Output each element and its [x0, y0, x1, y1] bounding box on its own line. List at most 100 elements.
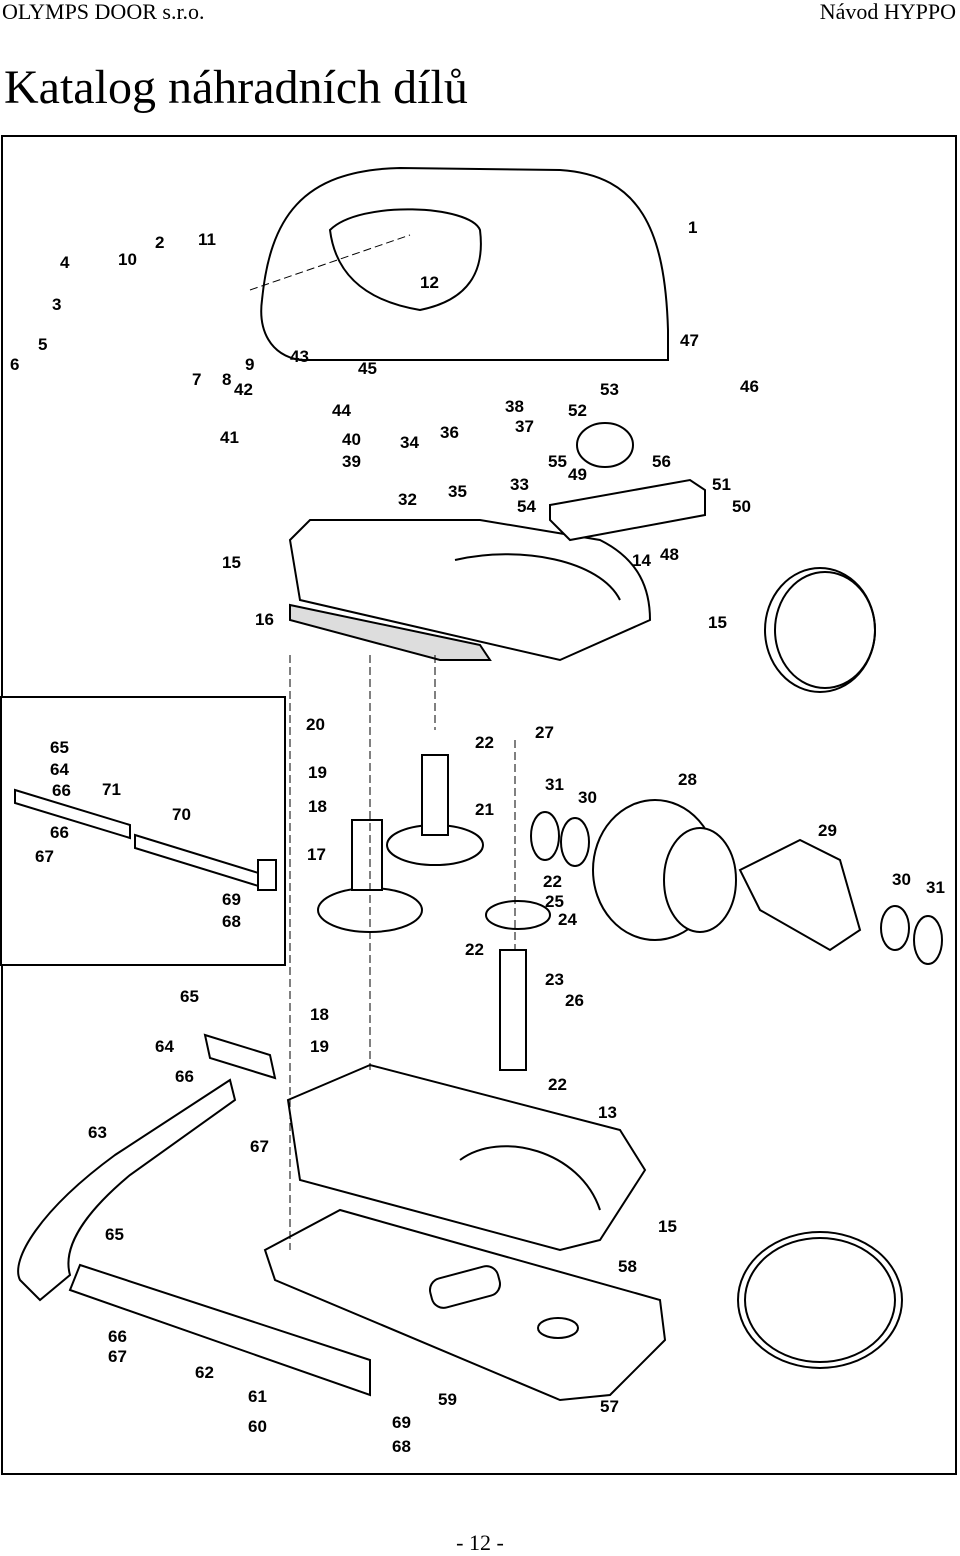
label-60: 60: [248, 1417, 267, 1436]
label-63: 63: [88, 1123, 107, 1142]
label-59: 59: [438, 1390, 457, 1409]
label-16: 16: [255, 610, 274, 629]
label-71: 71: [102, 780, 121, 799]
label-70: 70: [172, 805, 191, 824]
label-1: 1: [688, 218, 697, 237]
label-62: 62: [195, 1363, 214, 1382]
label-68a: 68: [222, 912, 241, 931]
label-7: 7: [192, 370, 201, 389]
label-28: 28: [678, 770, 697, 789]
label-57: 57: [600, 1397, 619, 1416]
label-67c: 67: [108, 1347, 127, 1366]
label-23: 23: [545, 970, 564, 989]
label-15c: 15: [658, 1217, 677, 1236]
label-31b: 31: [926, 878, 945, 897]
label-27: 27: [535, 723, 554, 742]
label-30a: 30: [578, 788, 597, 807]
label-24: 24: [558, 910, 577, 929]
company-name: OLYMPS DOOR s.r.o.: [2, 0, 205, 24]
label-34: 34: [400, 433, 419, 452]
label-11: 11: [198, 230, 216, 249]
label-65b: 65: [180, 987, 199, 1006]
label-66c: 66: [175, 1067, 194, 1086]
label-12: 12: [420, 273, 439, 292]
label-48: 48: [660, 545, 679, 564]
label-32: 32: [398, 490, 417, 509]
label-64a: 64: [50, 760, 69, 779]
label-19a: 19: [308, 763, 327, 782]
label-61: 61: [248, 1387, 267, 1406]
label-69a: 69: [222, 890, 241, 909]
label-66d: 66: [108, 1327, 127, 1346]
label-52: 52: [568, 401, 587, 420]
label-58: 58: [618, 1257, 637, 1276]
label-38: 38: [505, 397, 524, 416]
label-2: 2: [155, 233, 164, 252]
label-10: 10: [118, 250, 137, 269]
lower-housing-part: [286, 1063, 647, 1252]
label-22b: 22: [543, 872, 562, 891]
label-31a: 31: [545, 775, 564, 794]
label-29: 29: [818, 821, 837, 840]
label-6: 6: [10, 355, 19, 374]
label-37: 37: [515, 417, 534, 436]
label-13: 13: [598, 1103, 617, 1122]
label-15b: 15: [708, 613, 727, 632]
upper-housing-part: [288, 519, 652, 662]
label-40: 40: [342, 430, 361, 449]
label-35: 35: [448, 482, 467, 501]
label-65c: 65: [105, 1225, 124, 1244]
label-21: 21: [475, 800, 494, 819]
label-19b: 19: [310, 1037, 329, 1056]
label-25: 25: [545, 892, 564, 911]
label-65a: 65: [50, 738, 69, 757]
label-22a: 22: [475, 733, 494, 752]
label-3: 3: [52, 295, 61, 314]
label-22d: 22: [548, 1075, 567, 1094]
page-number: - 12 -: [456, 1530, 504, 1555]
label-51: 51: [712, 475, 731, 494]
label-43: 43: [290, 347, 309, 366]
label-69b: 69: [392, 1413, 411, 1432]
label-67b: 67: [250, 1137, 269, 1156]
label-68b: 68: [392, 1437, 411, 1456]
label-67a: 67: [35, 847, 54, 866]
label-18b: 18: [310, 1005, 329, 1024]
base-plate-part: [263, 1208, 667, 1402]
label-46: 46: [740, 377, 759, 396]
label-18a: 18: [308, 797, 327, 816]
manual-name: Návod HYPPO: [819, 0, 956, 24]
label-8: 8: [222, 370, 231, 389]
label-66a: 66: [52, 781, 71, 800]
label-4: 4: [60, 253, 70, 272]
label-66b: 66: [50, 823, 69, 842]
label-39: 39: [342, 452, 361, 471]
label-42: 42: [234, 380, 253, 399]
label-30b: 30: [892, 870, 911, 889]
label-20: 20: [306, 715, 325, 734]
label-33: 33: [510, 475, 529, 494]
label-44: 44: [332, 401, 351, 420]
label-54: 54: [517, 497, 536, 516]
label-17: 17: [307, 845, 326, 864]
label-47: 47: [680, 331, 699, 350]
label-49: 49: [568, 465, 587, 484]
label-9: 9: [245, 355, 254, 374]
arm-part: [68, 1263, 371, 1397]
label-26: 26: [565, 991, 584, 1010]
label-5: 5: [38, 335, 47, 354]
label-22c: 22: [465, 940, 484, 959]
label-64b: 64: [155, 1037, 174, 1056]
cover-part: [260, 166, 669, 361]
label-36: 36: [440, 423, 459, 442]
label-53: 53: [600, 380, 619, 399]
label-15a: 15: [222, 553, 241, 572]
label-56: 56: [652, 452, 671, 471]
label-55: 55: [548, 452, 567, 471]
label-50: 50: [732, 497, 751, 516]
label-14: 14: [632, 551, 651, 570]
page-title: Katalog náhradních dílů: [4, 61, 468, 114]
label-45: 45: [358, 359, 377, 378]
label-41: 41: [220, 428, 239, 447]
